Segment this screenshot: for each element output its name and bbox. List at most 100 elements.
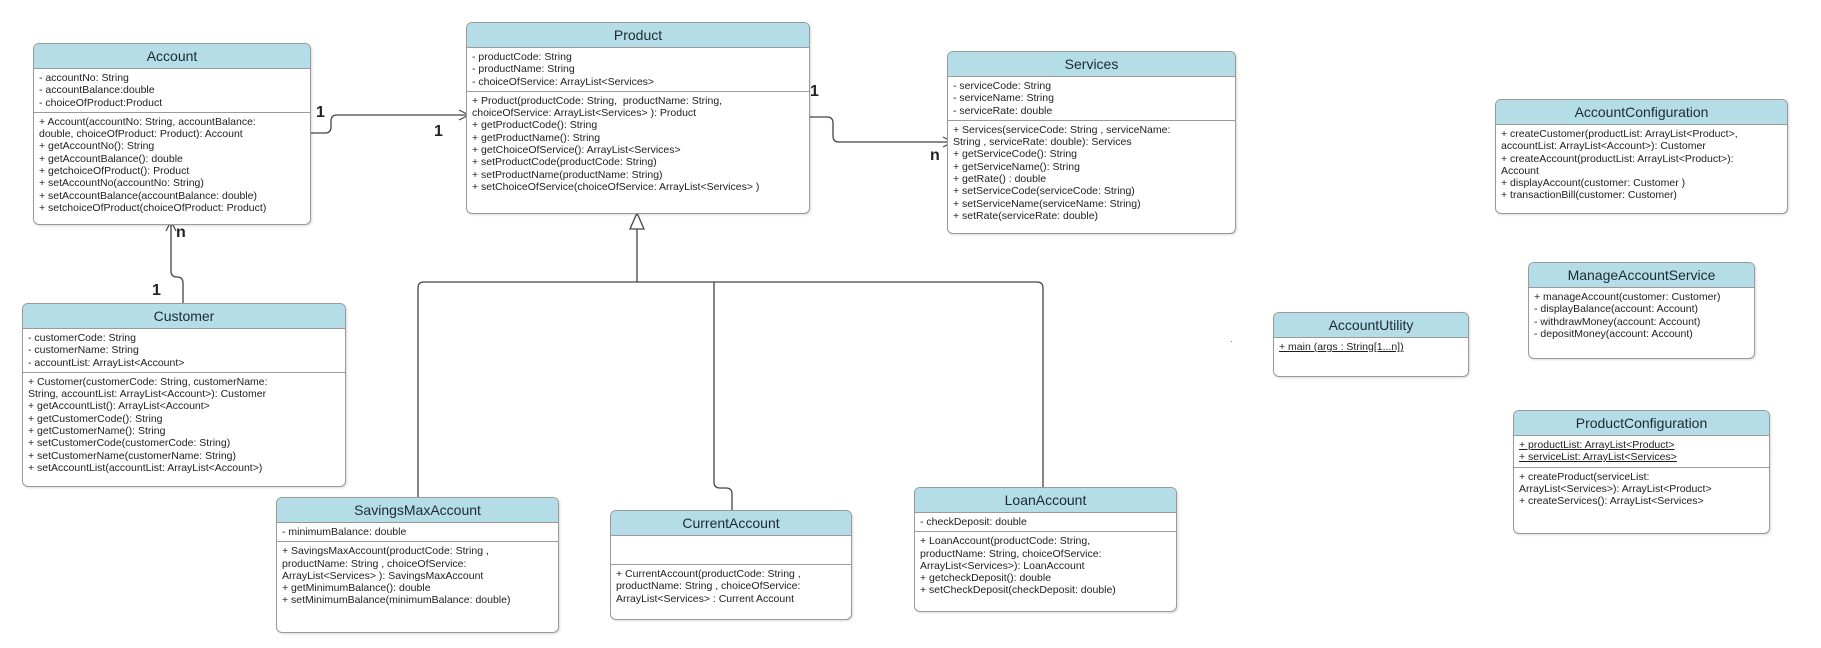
member-line: - choiceOfProduct:Product [39, 96, 163, 109]
member-line: productName: String , choiceOfService: [282, 557, 467, 570]
member-line: - choiceOfService: ArrayList<Services> [472, 75, 655, 88]
member-line: - productName: String [472, 63, 575, 76]
member-line: + serviceList: ArrayList<Services> [1519, 451, 1677, 464]
member-line: ArrayList<Services> : Current Account [616, 592, 794, 605]
attributes-compartment: - accountNo: String- accountBalance:doub… [34, 69, 310, 112]
attributes-compartment [611, 536, 851, 564]
member-line: ArrayList<Services>): LoanAccount [920, 559, 1085, 572]
class-name: ProductConfiguration [1514, 411, 1769, 436]
attributes-compartment: - checkDeposit: double [915, 513, 1176, 531]
member-line: String, accountList: ArrayList<Account>)… [28, 388, 267, 401]
class-manage-account-service[interactable]: ManageAccountService + manageAccount(cus… [1528, 262, 1755, 359]
member-line: + setChoiceOfService(choiceOfService: Ar… [472, 180, 760, 193]
member-line [616, 539, 846, 551]
class-account-utility[interactable]: AccountUtility + main (args : String[1..… [1273, 312, 1469, 377]
member-line: + createAccount(productList: ArrayList<P… [1501, 152, 1734, 165]
member-line: + getServiceName(): String [953, 160, 1080, 173]
operations-compartment: + Services(serviceCode: String , service… [948, 119, 1235, 225]
member-line: + setMinimumBalance(minimumBalance: doub… [282, 594, 511, 607]
member-line: - serviceName: String [953, 92, 1054, 105]
class-name: AccountUtility [1274, 313, 1468, 338]
member-line: ArrayList<Services>): ArrayList<Product> [1519, 482, 1712, 495]
member-line: + Customer(customerCode: String, custome… [28, 375, 268, 388]
class-product-configuration[interactable]: ProductConfiguration + productList: Arra… [1513, 410, 1770, 534]
member-line: + LoanAccount(productCode: String, [920, 535, 1091, 548]
multiplicity-product-services-target: n [930, 147, 940, 164]
member-line: + CurrentAccount(productCode: String , [616, 568, 801, 580]
member-line: + SavingsMaxAccount(productCode: String … [282, 545, 489, 558]
member-line: + setAccountList(accountList: ArrayList<… [28, 461, 263, 474]
class-name: LoanAccount [915, 488, 1176, 513]
member-line: + setProductName(productName: String) [472, 168, 663, 181]
multiplicity-customer-account-target: n [176, 224, 186, 241]
member-line: - serviceCode: String [953, 80, 1052, 92]
member-line: - customerCode: String [28, 332, 136, 344]
member-line: + getAccountList(): ArrayList<Account> [28, 400, 210, 413]
member-line: - accountNo: String [39, 72, 129, 84]
member-line: + getServiceCode(): String [953, 148, 1078, 161]
member-line: - displayBalance(account: Account) [1534, 303, 1699, 316]
member-line: - customerName: String [28, 344, 139, 357]
operations-compartment: + LoanAccount(productCode: String,produc… [915, 531, 1176, 599]
association-customer-account [171, 221, 184, 303]
member-line: + getCustomerName(): String [28, 425, 166, 438]
member-line: - accountList: ArrayList<Account> [28, 356, 185, 369]
member-line: + getProductName(): String [472, 131, 601, 144]
generalization-triangle [629, 211, 645, 230]
member-line: - depositMoney(account: Account) [1534, 327, 1693, 340]
multiplicity-account-product-source: 1 [316, 104, 325, 121]
member-line: + Services(serviceCode: String , service… [953, 123, 1171, 136]
class-current-account[interactable]: CurrentAccount + CurrentAccount(productC… [610, 510, 852, 620]
class-name: Account [34, 44, 310, 69]
attributes-compartment: + productList: ArrayList<Product>+ servi… [1514, 436, 1769, 467]
member-line: + createProduct(serviceList: [1519, 470, 1650, 483]
generalization-tree [417, 229, 1044, 510]
member-line: productName: String, choiceOfService: [920, 547, 1102, 560]
member-line: + setServiceName(serviceName: String) [953, 197, 1141, 210]
operations-compartment: + manageAccount(customer: Customer)- dis… [1529, 288, 1754, 343]
member-line: + Product(productCode: String, productNa… [472, 94, 723, 107]
member-line: + setCustomerCode(customerCode: String) [28, 437, 231, 450]
class-name: Customer [23, 304, 345, 329]
member-line: + setCustomerName(customerName: String) [28, 449, 237, 462]
member-line: + getProductCode(): String [472, 119, 598, 132]
attributes-compartment: - minimumBalance: double [277, 523, 558, 541]
member-line: + setCheckDeposit(checkDeposit: double) [920, 584, 1116, 597]
member-line: + setProductCode(productCode: String) [472, 156, 657, 169]
member-line: + setServiceCode(serviceCode: String) [953, 185, 1135, 198]
operations-compartment: + createProduct(serviceList:ArrayList<Se… [1514, 466, 1769, 511]
operations-compartment: + main (args : String[1...n]) [1274, 338, 1468, 356]
class-account[interactable]: Account - accountNo: String- accountBala… [33, 43, 311, 225]
member-line: productName: String , choiceOfService: [616, 580, 801, 593]
attributes-compartment: - serviceCode: String- serviceName: Stri… [948, 77, 1235, 120]
class-name: Product [467, 23, 809, 48]
member-line: + getchoiceOfProduct(): Product [39, 165, 190, 178]
operations-compartment: + Account(accountNo: String, accountBala… [34, 111, 310, 217]
class-services[interactable]: Services - serviceCode: String- serviceN… [947, 51, 1236, 234]
class-savings-max-account[interactable]: SavingsMaxAccount - minimumBalance: doub… [276, 497, 559, 633]
operations-compartment: + SavingsMaxAccount(productCode: String … [277, 541, 558, 609]
class-name: Services [948, 52, 1235, 77]
operations-compartment: + CurrentAccount(productCode: String ,pr… [611, 564, 851, 608]
operations-compartment: + Customer(customerCode: String, custome… [23, 371, 345, 477]
member-line: - withdrawMoney(account: Account) [1534, 315, 1701, 328]
class-name: SavingsMaxAccount [277, 498, 558, 523]
member-line: + manageAccount(customer: Customer) [1534, 291, 1721, 303]
member-line: ArrayList<Services> ): SavingsMaxAccount [282, 569, 484, 582]
member-line: double, choiceOfProduct: Product): Accou… [39, 128, 243, 141]
class-customer[interactable]: Customer - customerCode: String- custome… [22, 303, 346, 487]
class-account-configuration[interactable]: AccountConfiguration + createCustomer(pr… [1495, 99, 1788, 214]
member-line: String , serviceRate: double): Services [953, 136, 1132, 149]
member-line: + transactionBill(customer: Customer) [1501, 189, 1677, 202]
member-line: choiceOfService: ArrayList<Services> ): … [472, 107, 697, 120]
class-loan-account[interactable]: LoanAccount - checkDeposit: double + Loa… [914, 487, 1177, 612]
member-line: + Account(accountNo: String, accountBala… [39, 115, 256, 128]
member-line: + getRate() : double [953, 173, 1047, 186]
member-line: + getAccountBalance(): double [39, 152, 183, 165]
class-name: ManageAccountService [1529, 263, 1754, 288]
member-line: + getAccountNo(): String [39, 140, 155, 153]
class-product[interactable]: Product - productCode: String- productNa… [466, 22, 810, 214]
member-line: + getcheckDeposit(): double [920, 572, 1052, 585]
association-product-services [809, 116, 953, 142]
